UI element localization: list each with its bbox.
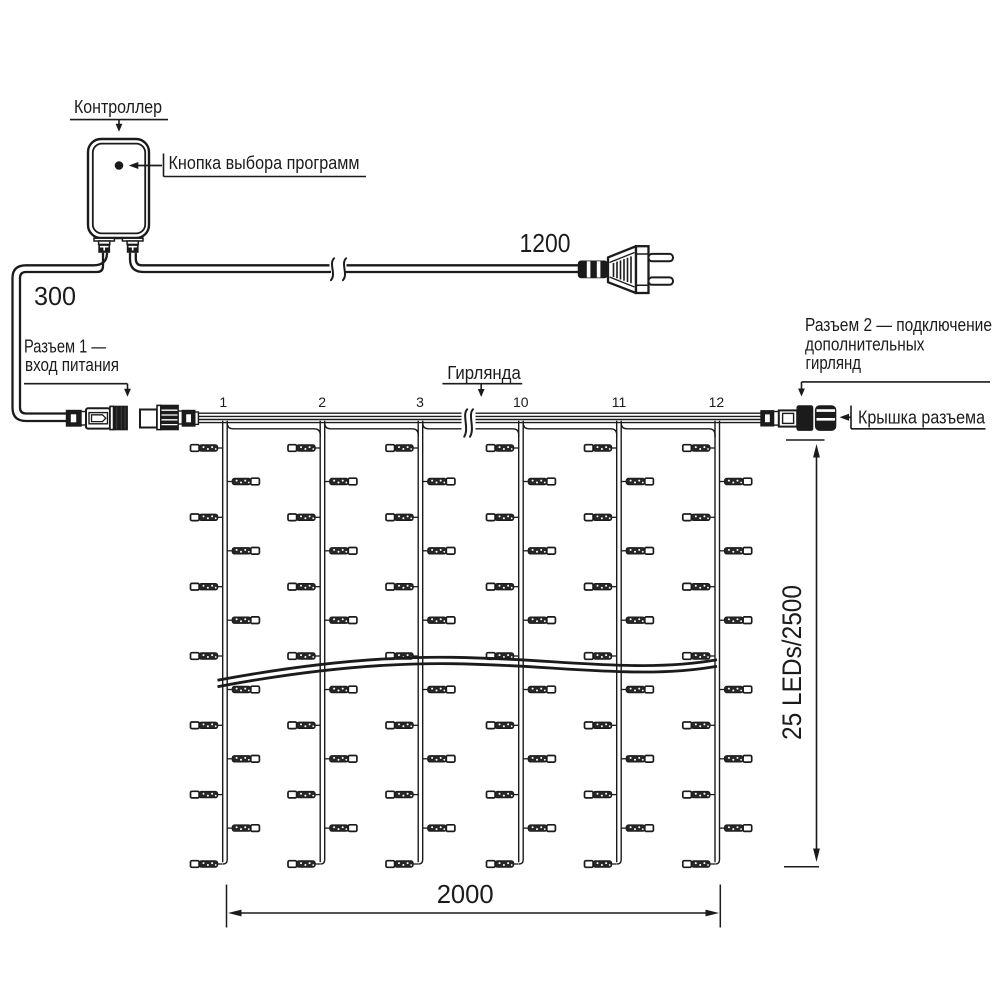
svg-text:300: 300 <box>34 281 76 311</box>
svg-text:12: 12 <box>709 394 725 410</box>
svg-text:3: 3 <box>416 394 424 410</box>
svg-text:2000: 2000 <box>437 879 494 909</box>
svg-text:Контроллер: Контроллер <box>74 97 162 117</box>
svg-text:вход питания: вход питания <box>25 355 119 375</box>
svg-text:Разъем 1 —: Разъем 1 — <box>24 337 106 357</box>
svg-text:1: 1 <box>219 394 227 410</box>
svg-text:10: 10 <box>513 394 529 410</box>
svg-text:11: 11 <box>612 394 627 410</box>
svg-text:Разъем 2 — подключение: Разъем 2 — подключение <box>805 315 992 335</box>
svg-text:Крышка разъема: Крышка разъема <box>858 408 986 428</box>
svg-text:1200: 1200 <box>520 228 571 258</box>
svg-text:2: 2 <box>318 394 326 410</box>
svg-text:Кнопка выбора программ: Кнопка выбора программ <box>169 153 360 173</box>
svg-text:Гирлянда: Гирлянда <box>447 363 521 383</box>
svg-text:25 LEDs/2500: 25 LEDs/2500 <box>777 585 807 740</box>
svg-text:гирлянд: гирлянд <box>806 353 862 373</box>
svg-text:дополнительных: дополнительных <box>805 335 925 355</box>
